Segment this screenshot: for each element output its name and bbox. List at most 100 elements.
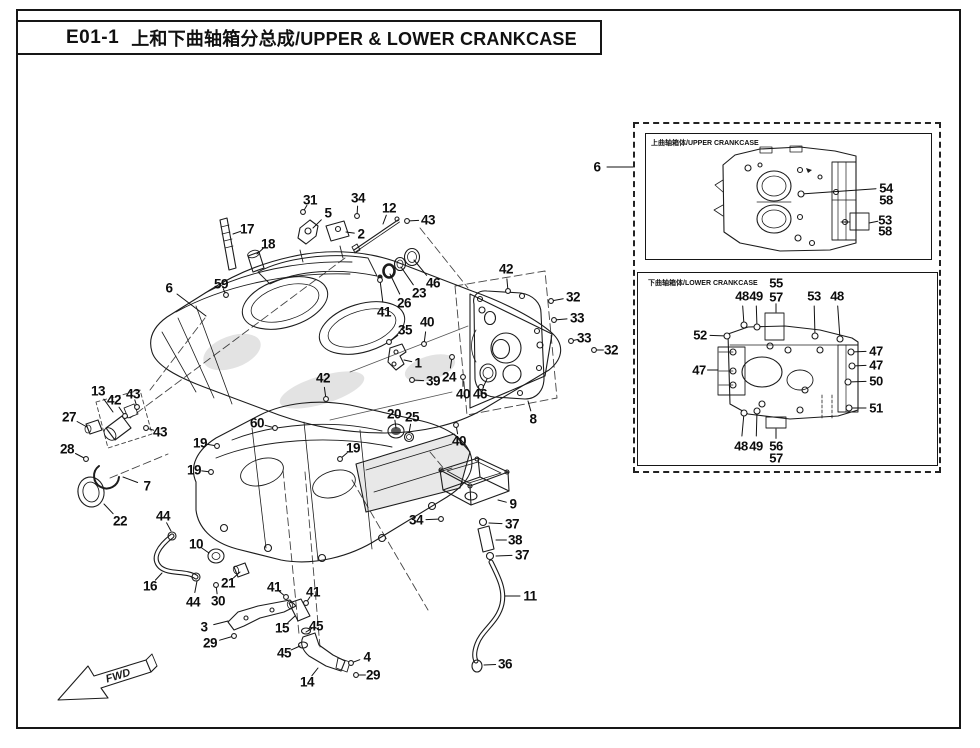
callout-20: 20 <box>386 406 402 422</box>
callout-28: 28 <box>59 441 75 457</box>
side-cover-drawing <box>471 290 545 400</box>
callout-15: 15 <box>274 620 290 636</box>
callout-46: 46 <box>472 386 488 402</box>
callout-6: 6 <box>593 159 601 175</box>
callout-8: 8 <box>529 411 537 427</box>
callout-26: 26 <box>396 295 412 311</box>
washer-stack-drawing <box>377 247 421 280</box>
callout-34: 34 <box>350 190 366 206</box>
callout-29: 29 <box>202 635 218 651</box>
callout-5: 5 <box>324 205 332 221</box>
title-bar: E01-1 上和下曲轴箱分总成/UPPER & LOWER CRANKCASE <box>16 20 602 55</box>
callout-18: 18 <box>260 236 276 252</box>
callout-33: 33 <box>569 310 585 326</box>
callout-49: 49 <box>749 438 763 454</box>
callout-44: 44 <box>155 508 171 524</box>
lower-crankcase-drawing <box>192 401 473 563</box>
callout-60: 60 <box>249 415 265 431</box>
inset-upper-crankcase-drawing <box>713 145 870 252</box>
callout-30: 30 <box>210 593 226 609</box>
callout-48: 48 <box>830 288 844 304</box>
callout-45: 45 <box>276 645 292 661</box>
callout-6: 6 <box>165 280 173 296</box>
inset-upper-box <box>645 133 932 260</box>
callout-19: 19 <box>186 462 202 478</box>
seal-ring-drawing <box>77 465 120 508</box>
callout-32: 32 <box>603 342 619 358</box>
callout-41: 41 <box>266 579 282 595</box>
callout-48: 48 <box>735 288 749 304</box>
callout-10: 10 <box>188 536 204 552</box>
callout-35: 35 <box>397 322 413 338</box>
callout-48: 48 <box>734 438 748 454</box>
callout-36: 36 <box>497 656 513 672</box>
callout-19: 19 <box>192 435 208 451</box>
page-code: E01-1 <box>66 26 120 48</box>
inset-lower-box <box>637 272 938 466</box>
callout-47: 47 <box>869 357 883 373</box>
callout-37: 37 <box>504 516 520 532</box>
callout-31: 31 <box>302 192 318 208</box>
callout-58: 58 <box>878 223 892 239</box>
callout-14: 14 <box>299 674 315 690</box>
callout-25: 25 <box>404 409 420 425</box>
callout-37: 37 <box>514 547 530 563</box>
callout-59: 59 <box>213 276 229 292</box>
callout-43: 43 <box>125 386 141 402</box>
callout-56: 56 <box>769 438 783 454</box>
water-joint-drawing <box>84 403 139 441</box>
callout-3: 3 <box>200 619 208 635</box>
callout-39: 39 <box>425 373 441 389</box>
callout-47: 47 <box>692 362 706 378</box>
inset-upper-label: 上曲轴箱体/UPPER CRANKCASE <box>651 140 759 147</box>
callout-13: 13 <box>90 383 106 399</box>
callout-46: 46 <box>425 275 441 291</box>
callout-38: 38 <box>507 532 523 548</box>
callout-7: 7 <box>143 478 151 494</box>
callout-4: 4 <box>363 649 371 665</box>
inset-lower-label: 下曲轴箱体/LOWER CRANKCASE <box>648 280 758 287</box>
callout-40: 40 <box>419 314 435 330</box>
callout-42: 42 <box>106 392 122 408</box>
inset-dashed-frame <box>633 122 941 473</box>
callout-52: 52 <box>693 327 707 343</box>
callout-33: 33 <box>576 330 592 346</box>
bottom-parts-drawing <box>207 548 351 673</box>
callout-43: 43 <box>420 212 436 228</box>
fastener-dots <box>83 190 856 678</box>
callout-40: 40 <box>451 433 467 449</box>
callout-17: 17 <box>239 221 255 237</box>
oil-drain-tube-drawing <box>471 517 506 673</box>
callout-55: 55 <box>769 275 783 291</box>
page-border <box>16 9 961 729</box>
page-title: 上和下曲轴箱分总成/UPPER & LOWER CRANKCASE <box>131 28 577 49</box>
callout-34: 34 <box>408 512 424 528</box>
callout-2: 2 <box>357 226 365 242</box>
callout-1: 1 <box>414 355 422 371</box>
callout-41: 41 <box>376 304 392 320</box>
callout-49: 49 <box>749 288 763 304</box>
callout-53: 53 <box>878 212 892 228</box>
callout-47: 47 <box>869 343 883 359</box>
stud-and-brackets-drawing <box>219 216 400 273</box>
callout-23: 23 <box>411 285 427 301</box>
oil-pan-drawing <box>438 456 510 506</box>
callout-16: 16 <box>142 578 158 594</box>
callout-24: 24 <box>441 369 457 385</box>
breather-hose-drawing <box>153 531 201 582</box>
callout-57: 57 <box>769 289 783 305</box>
callout-45: 45 <box>308 618 324 634</box>
callout-12: 12 <box>381 200 397 216</box>
callout-44: 44 <box>185 594 201 610</box>
callout-11: 11 <box>523 588 537 604</box>
callout-58: 58 <box>879 192 893 208</box>
axis-lines <box>329 325 469 421</box>
callout-19: 19 <box>345 440 361 456</box>
sensor-bracket-drawing <box>387 343 415 443</box>
construction-lines <box>95 227 558 648</box>
callout-21: 21 <box>220 575 236 591</box>
callout-41: 41 <box>305 584 321 600</box>
callout-32: 32 <box>565 289 581 305</box>
